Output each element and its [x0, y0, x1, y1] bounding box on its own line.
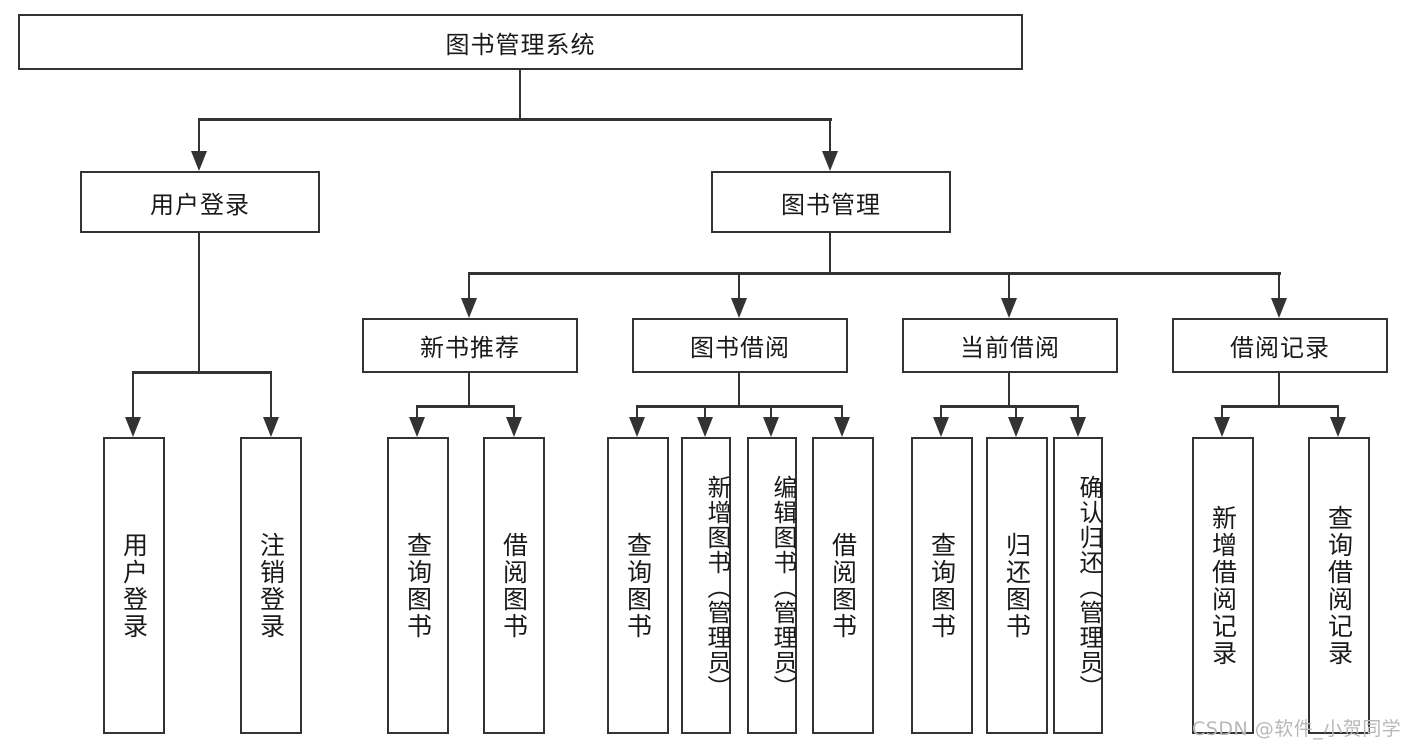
csdn-watermark: CSDN @软件_小贺同学 — [1192, 718, 1402, 740]
leaf-node-leaf-query-borrow-record[interactable]: 查询借阅记录 — [1308, 437, 1370, 734]
arrowhead-group-new-book-recommend-1 — [506, 417, 522, 437]
level2-node-book-management[interactable]: 图书管理 — [711, 171, 951, 233]
connector-group-book-borrow-bar — [635, 405, 844, 408]
arrowhead-level3-2 — [1001, 298, 1017, 318]
connector-group-book-borrow-drop-1 — [703, 405, 707, 417]
connector-group-current-borrow-drop-0 — [939, 405, 943, 417]
arrowhead-level2-1 — [822, 151, 838, 171]
connector-group-borrow-record-bar — [1220, 405, 1340, 408]
leaf-node-leaf-add-borrow-record[interactable]: 新增借阅记录 — [1192, 437, 1254, 734]
connector-group-current-borrow-parent-drop — [1007, 373, 1011, 405]
arrowhead-level3-1 — [731, 298, 747, 318]
level3-node-new-book-recommend[interactable]: 新书推荐 — [362, 318, 578, 373]
connector-level3-drop-2 — [1007, 272, 1011, 298]
connector-group-user-login-bar — [131, 371, 273, 374]
connector-group-user-login-drop-1 — [269, 371, 273, 417]
leaf-node-leaf-query-books-1[interactable]: 查询图书 — [387, 437, 449, 734]
connector-group-new-book-recommend-parent-drop — [467, 373, 471, 405]
level3-node-current-borrow[interactable]: 当前借阅 — [902, 318, 1118, 373]
connector-group-book-borrow-drop-3 — [840, 405, 844, 417]
arrowhead-group-current-borrow-1 — [1008, 417, 1024, 437]
arrowhead-group-borrow-record-0 — [1214, 417, 1230, 437]
connector-group-current-borrow-drop-1 — [1014, 405, 1018, 417]
leaf-node-leaf-borrow-books-2[interactable]: 借阅图书 — [812, 437, 874, 734]
leaf-node-leaf-user-login[interactable]: 用户登录 — [103, 437, 165, 734]
arrowhead-level3-3 — [1271, 298, 1287, 318]
root-node-book-management-system[interactable]: 图书管理系统 — [18, 14, 1023, 70]
connector-group-user-login-parent-drop — [197, 233, 201, 371]
level3-node-borrow-record[interactable]: 借阅记录 — [1172, 318, 1388, 373]
connector-group-book-borrow-drop-0 — [635, 405, 639, 417]
connector-group-borrow-record-drop-1 — [1336, 405, 1340, 417]
leaf-node-leaf-logout-login[interactable]: 注销登录 — [240, 437, 302, 734]
connector-level3-drop-1 — [737, 272, 741, 298]
leaf-node-leaf-query-books-3[interactable]: 查询图书 — [911, 437, 973, 734]
connector-level2-drop-0 — [197, 118, 201, 151]
connector-group-new-book-recommend-bar — [415, 405, 516, 408]
connector-level3-drop-3 — [1277, 272, 1281, 298]
connector-group-current-borrow-bar — [939, 405, 1080, 408]
level3-node-book-borrow[interactable]: 图书借阅 — [632, 318, 848, 373]
connector-level2-drop-1 — [828, 118, 832, 151]
arrowhead-group-user-login-0 — [125, 417, 141, 437]
arrowhead-group-current-borrow-0 — [933, 417, 949, 437]
leaf-node-leaf-query-books-2[interactable]: 查询图书 — [607, 437, 669, 734]
arrowhead-group-user-login-1 — [263, 417, 279, 437]
connector-group-borrow-record-drop-0 — [1220, 405, 1224, 417]
connector-level3-bar — [467, 272, 1282, 275]
connector-group-borrow-record-parent-drop — [1277, 373, 1281, 405]
arrowhead-level3-0 — [461, 298, 477, 318]
connector-level3-drop-0 — [467, 272, 471, 298]
connector-level2-bar — [197, 118, 833, 121]
leaf-node-leaf-return-books[interactable]: 归还图书 — [986, 437, 1048, 734]
arrowhead-group-new-book-recommend-0 — [409, 417, 425, 437]
connector-group-book-borrow-drop-2 — [769, 405, 773, 417]
leaf-node-leaf-confirm-return-admin[interactable]: 确认归还（管理员） — [1053, 437, 1103, 734]
connector-book-management-drop — [828, 233, 832, 272]
arrowhead-group-current-borrow-2 — [1070, 417, 1086, 437]
arrowhead-group-book-borrow-0 — [629, 417, 645, 437]
connector-group-current-borrow-drop-2 — [1076, 405, 1080, 417]
connector-group-new-book-recommend-drop-1 — [512, 405, 516, 417]
arrowhead-group-book-borrow-1 — [697, 417, 713, 437]
connector-group-user-login-drop-0 — [131, 371, 135, 417]
connector-group-new-book-recommend-drop-0 — [415, 405, 419, 417]
level2-node-user-login[interactable]: 用户登录 — [80, 171, 320, 233]
arrowhead-group-book-borrow-2 — [763, 417, 779, 437]
connector-group-book-borrow-parent-drop — [737, 373, 741, 405]
leaf-node-leaf-borrow-books-1[interactable]: 借阅图书 — [483, 437, 545, 734]
arrowhead-level2-0 — [191, 151, 207, 171]
leaf-node-leaf-edit-book-admin[interactable]: 编辑图书（管理员） — [747, 437, 797, 734]
arrowhead-group-book-borrow-3 — [834, 417, 850, 437]
arrowhead-group-borrow-record-1 — [1330, 417, 1346, 437]
leaf-node-leaf-add-book-admin[interactable]: 新增图书（管理员） — [681, 437, 731, 734]
connector-root-drop — [518, 70, 522, 118]
